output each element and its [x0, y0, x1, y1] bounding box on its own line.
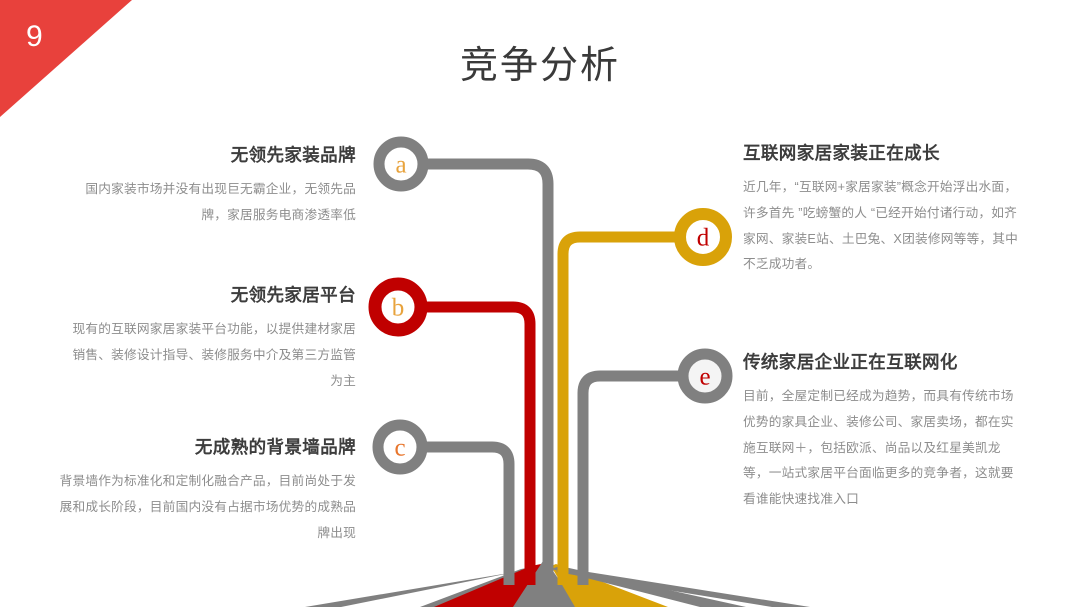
node-d-letter: d [697, 225, 710, 252]
branch-path-a [418, 158, 554, 585]
text-block-d: 互联网家居家装正在成长 近几年，“互联网+家居家装”概念开始浮出水面，许多首先 … [743, 143, 1025, 278]
node-e-ring [677, 348, 733, 404]
branch-path-c [418, 441, 515, 585]
text-block-c: 无成熟的背景墙品牌 背景墙作为标准化和定制化融合产品，目前尚处于发展和成长阶段，… [55, 437, 356, 546]
branch-path-b [418, 301, 536, 585]
branch-path-e [577, 370, 688, 585]
block-d-title: 互联网家居家装正在成长 [743, 143, 940, 163]
node-d-ring [674, 208, 732, 266]
block-c-title: 无成熟的背景墙品牌 [194, 437, 356, 457]
root-gray-far-right [556, 568, 810, 607]
block-e-title: 传统家居企业正在互联网化 [743, 352, 958, 372]
node-a-ring [373, 136, 429, 192]
block-c-body: 背景墙作为标准化和定制化融合产品，目前尚处于发展和成长阶段，目前国内没有占据市场… [59, 474, 356, 540]
block-b-title: 无领先家居平台 [230, 285, 356, 305]
node-a[interactable]: a [373, 136, 429, 192]
text-block-a: 无领先家装品牌 国内家装市场并没有出现巨无霸企业，无领先品牌，家居服务电商渗透率… [70, 145, 356, 229]
node-c[interactable]: c [372, 419, 428, 475]
block-b-body: 现有的互联网家居家装平台功能，以提供建材家居销售、装修设计指导、装修服务中介及第… [72, 322, 356, 388]
page-title: 竞争分析 [459, 45, 620, 87]
node-b-letter: b [392, 295, 405, 322]
block-d-body: 近几年，“互联网+家居家装”概念开始浮出水面，许多首先 ”吃螃蟹的人 “已经开始… [743, 180, 1019, 272]
node-b-ring [368, 277, 428, 337]
block-a-body: 国内家装市场并没有出现巨无霸企业，无领先品牌，家居服务电商渗透率低 [85, 182, 356, 222]
node-a-letter: a [395, 152, 406, 179]
text-block-b: 无领先家居平台 现有的互联网家居家装平台功能，以提供建材家居销售、装修设计指导、… [60, 285, 356, 394]
node-e[interactable]: e [677, 348, 733, 404]
block-a-title: 无领先家装品牌 [230, 145, 356, 165]
block-e-body: 目前，全屋定制已经成为趋势，而具有传统市场优势的家具企业、装修公司、家居卖场，都… [743, 389, 1014, 507]
text-block-e: 传统家居企业正在互联网化 目前，全屋定制已经成为趋势，而具有传统市场优势的家具企… [743, 352, 1015, 513]
node-b[interactable]: b [368, 277, 428, 337]
node-d[interactable]: d [674, 208, 732, 266]
node-c-letter: c [394, 435, 405, 462]
node-e-letter: e [699, 364, 710, 391]
node-c-ring [372, 419, 428, 475]
branch-path-d [557, 231, 686, 585]
